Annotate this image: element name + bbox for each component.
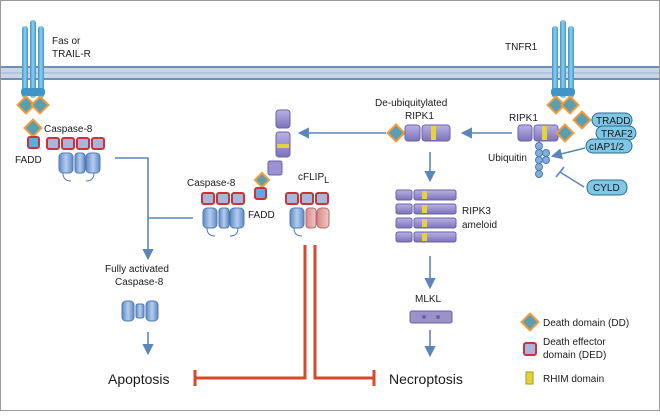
cflip-label: cFLIPL bbox=[298, 172, 329, 185]
fas-label-line1: Fas or bbox=[52, 36, 81, 47]
ciap-label: cIAP1/2 bbox=[589, 142, 624, 153]
cell-membrane bbox=[1, 66, 659, 80]
ubiquitin-label: Ubiquitin bbox=[488, 153, 527, 164]
mlkl-protein bbox=[409, 310, 453, 324]
deubiq-ripk1 bbox=[386, 123, 451, 143]
fas-receptor bbox=[16, 20, 50, 115]
legend-ded-swatch bbox=[523, 342, 537, 356]
cyld-label: CYLD bbox=[593, 183, 620, 194]
legend-rhim-swatch bbox=[525, 371, 534, 385]
necroptosis-label: Necroptosis bbox=[389, 371, 463, 387]
fully-activated-line1: Fully activated bbox=[105, 264, 169, 275]
ripk-complex-top-left bbox=[253, 109, 291, 189]
deubiq-label-line2: RIPK1 bbox=[405, 111, 434, 122]
cyld-inhibition-bar bbox=[555, 166, 565, 178]
traf2-label: TRAF2 bbox=[601, 129, 633, 140]
caspase8-cflip-complex bbox=[201, 187, 330, 237]
ciap-badge bbox=[585, 138, 633, 154]
ripk1-label: RIPK1 bbox=[509, 113, 538, 124]
caspase8-mid-label: Caspase-8 bbox=[187, 178, 236, 189]
ripk3-label-line1: RIPK3 bbox=[462, 206, 491, 217]
deubiq-label-line1: De-ubiquitylated bbox=[375, 98, 447, 109]
fas-label-line2: TRAIL-R bbox=[52, 49, 91, 60]
legend bbox=[520, 312, 540, 385]
fadd-death-domain bbox=[23, 118, 43, 149]
fadd-mid-label: FADD bbox=[248, 210, 275, 221]
tnfr1-receptor bbox=[546, 20, 580, 115]
fadd-top-label: FADD bbox=[15, 155, 42, 166]
legend-dd-label: Death domain (DD) bbox=[543, 318, 629, 329]
ubiquitin-chain bbox=[535, 141, 550, 178]
legend-rhim-label: RHIM domain bbox=[543, 374, 604, 385]
mlkl-label: MLKL bbox=[415, 294, 442, 305]
active-caspase8 bbox=[121, 300, 159, 322]
apoptosis-label: Apoptosis bbox=[108, 371, 169, 387]
legend-dd-swatch bbox=[520, 312, 540, 332]
pathway-arrows bbox=[115, 127, 586, 358]
ripk3-label-line2: ameloid bbox=[462, 220, 497, 231]
tnfr1-label: TNFR1 bbox=[505, 42, 538, 53]
ripk1-tnfr1 bbox=[517, 110, 592, 143]
ripk3-amyloid bbox=[395, 189, 457, 243]
tradd-label: TRADD bbox=[596, 116, 630, 127]
cyld-badge bbox=[586, 179, 628, 196]
legend-ded-line2: domain (DED) bbox=[543, 350, 606, 361]
legend-ded-line1: Death effector bbox=[543, 337, 606, 348]
fully-activated-line2: Caspase-8 bbox=[115, 277, 164, 288]
caspase8-top-label: Caspase-8 bbox=[44, 124, 93, 135]
cyld-inhibition bbox=[559, 171, 585, 188]
inhibition-lines bbox=[193, 245, 376, 386]
caspase8-top-complex bbox=[46, 137, 105, 182]
